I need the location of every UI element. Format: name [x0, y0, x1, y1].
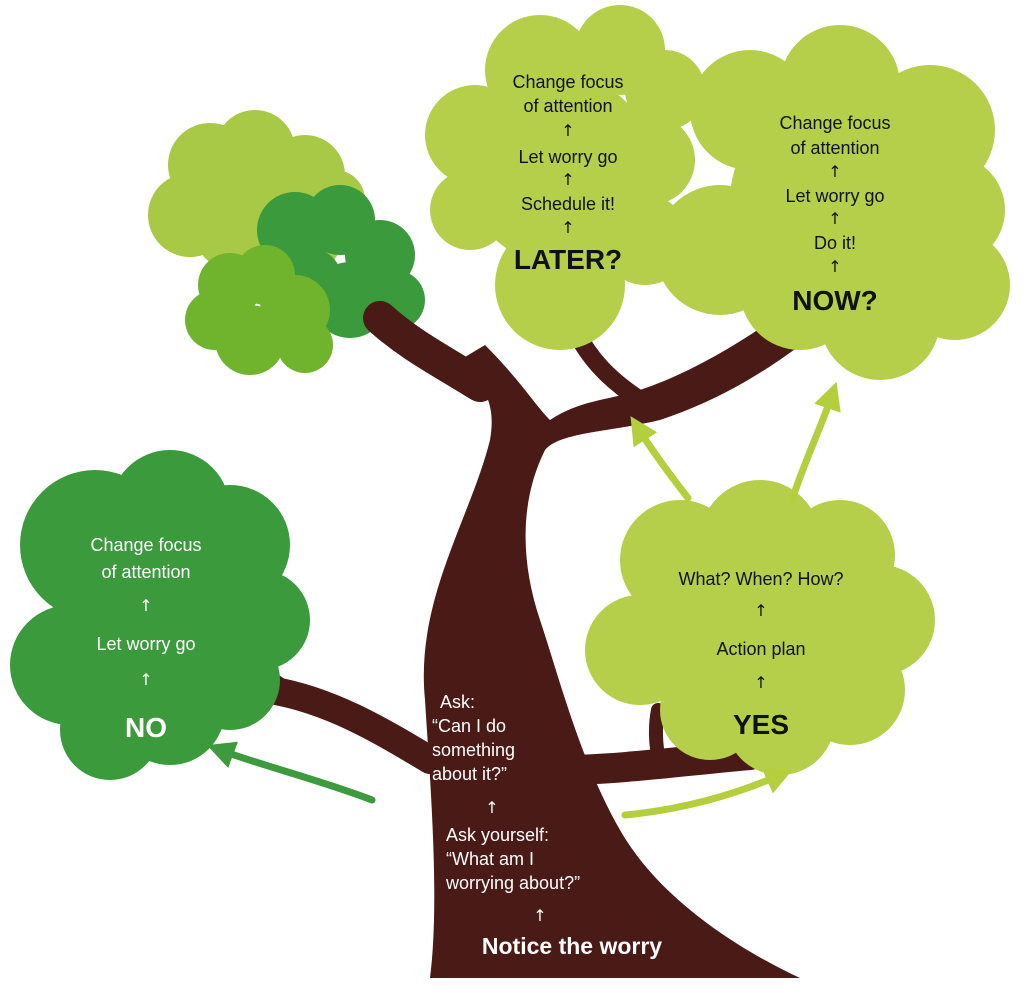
- up-arrow-icon: ↑: [828, 257, 842, 276]
- tree-trunk: [256, 300, 820, 978]
- no-answer: NO: [125, 712, 167, 743]
- trunk-step-notice: Notice the worry: [481, 933, 663, 959]
- later-answer: LATER?: [513, 244, 623, 275]
- up-arrow-icon: ↑: [561, 121, 575, 140]
- trunk-step-ask-yourself-1: Ask yourself:: [446, 825, 550, 845]
- arrow-to-later: [630, 416, 692, 502]
- arrow-to-yes: [621, 767, 793, 819]
- now-bubble: [655, 25, 1010, 380]
- trunk-step-ask-4: about it?”: [432, 764, 508, 784]
- later-change-focus-line2: of attention: [523, 96, 613, 116]
- no-let-worry-go: Let worry go: [96, 634, 196, 654]
- up-arrow-icon: ↑: [561, 218, 575, 237]
- arrow-to-no: [206, 741, 376, 804]
- yes-what-when-how: What? When? How?: [678, 569, 844, 589]
- trunk-step-ask-yourself-3: worrying about?”: [446, 873, 581, 893]
- decorative-foliage: [148, 110, 425, 375]
- trunk-step-ask-2: “Can I do: [432, 716, 507, 736]
- up-arrow-icon: ↑: [754, 601, 768, 620]
- now-do-it: Do it!: [813, 233, 856, 253]
- trunk-step-ask-yourself-2: “What am I: [446, 849, 535, 869]
- up-arrow-icon: ↑: [139, 670, 153, 689]
- now-answer: NOW?: [792, 285, 878, 316]
- up-arrow-icon: ↑: [485, 798, 499, 817]
- later-bubble: [425, 5, 705, 350]
- arrow-to-now: [788, 381, 841, 504]
- yes-answer: YES: [732, 709, 790, 740]
- flow-arrows: [206, 381, 841, 819]
- trunk-step-ask-3: something: [432, 740, 516, 760]
- up-arrow-icon: ↑: [139, 596, 153, 615]
- no-bubble: [10, 450, 310, 780]
- up-arrow-icon: ↑: [754, 673, 768, 692]
- no-change-focus-line1: Change focus: [90, 535, 202, 555]
- yes-bubble: [585, 480, 935, 775]
- later-schedule-it: Schedule it!: [520, 194, 616, 214]
- no-change-focus-line2: of attention: [101, 562, 191, 582]
- now-change-focus-line1: Change focus: [779, 113, 891, 133]
- up-arrow-icon: ↑: [533, 906, 547, 925]
- trunk-step-ask-1: Ask:: [440, 692, 476, 712]
- up-arrow-icon: ↑: [828, 209, 842, 228]
- now-change-focus-line2: of attention: [790, 138, 880, 158]
- yes-action-plan: Action plan: [716, 639, 806, 659]
- up-arrow-icon: ↑: [561, 170, 575, 189]
- later-let-worry-go: Let worry go: [518, 147, 618, 167]
- up-arrow-icon: ↑: [828, 162, 842, 181]
- later-change-focus-line1: Change focus: [512, 72, 624, 92]
- now-let-worry-go: Let worry go: [785, 186, 885, 206]
